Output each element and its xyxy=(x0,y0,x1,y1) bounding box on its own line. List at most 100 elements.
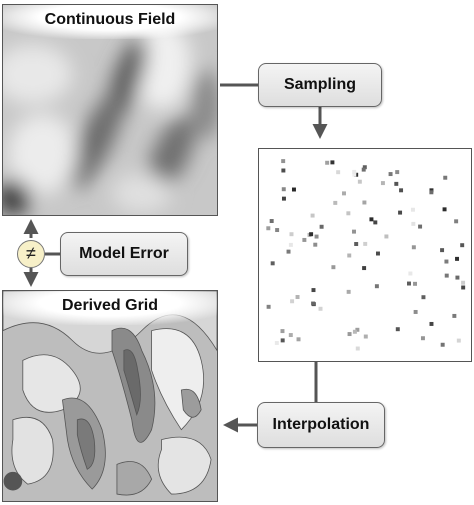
continuous-field-image xyxy=(3,5,217,215)
sample-point xyxy=(331,265,336,270)
sample-point xyxy=(418,224,423,229)
sample-point xyxy=(352,329,357,334)
sample-point xyxy=(281,159,286,164)
sample-point xyxy=(280,338,285,343)
sample-point xyxy=(325,160,330,165)
sample-point xyxy=(291,187,296,192)
sample-point xyxy=(295,295,300,299)
sample-point xyxy=(288,242,293,247)
sample-point xyxy=(413,309,418,314)
interpolation-label: Interpolation xyxy=(272,416,370,433)
sample-point xyxy=(296,337,301,342)
sample-point xyxy=(384,234,389,239)
sample-point xyxy=(290,299,295,304)
sample-point xyxy=(289,232,294,237)
sample-point xyxy=(274,340,279,345)
sample-point xyxy=(269,219,274,224)
not-equal-icon: ≠ xyxy=(17,240,45,268)
sample-point xyxy=(302,237,307,242)
sample-point xyxy=(395,170,400,175)
sample-point xyxy=(318,306,323,311)
sample-point xyxy=(346,289,351,294)
sample-point xyxy=(342,191,346,196)
sample-point xyxy=(440,248,445,253)
sample-point xyxy=(355,346,360,351)
continuous-field-title: Continuous Field xyxy=(3,5,217,39)
sample-point xyxy=(270,261,275,266)
sample-point xyxy=(362,165,367,170)
continuous-field-panel: Continuous Field xyxy=(2,4,218,216)
sample-point xyxy=(460,243,465,248)
sample-point xyxy=(452,313,457,318)
sample-point xyxy=(313,242,318,247)
sample-point xyxy=(461,285,466,290)
sample-point xyxy=(354,242,359,246)
interpolation-box: Interpolation xyxy=(257,402,385,448)
sample-point xyxy=(411,245,416,250)
sample-point xyxy=(461,280,466,285)
derived-grid-title: Derived Grid xyxy=(3,291,217,325)
sample-point xyxy=(413,281,418,286)
derived-grid-panel: Derived Grid xyxy=(2,290,218,502)
sample-point xyxy=(355,327,360,332)
sample-point xyxy=(309,232,314,237)
sample-point xyxy=(310,213,315,218)
sample-point xyxy=(336,170,341,175)
sample-point xyxy=(319,224,324,229)
sample-point xyxy=(380,181,385,186)
sample-point xyxy=(429,190,434,195)
sample-point xyxy=(281,196,286,201)
sample-point xyxy=(398,210,403,215)
sample-point xyxy=(266,226,271,231)
sample-point xyxy=(357,179,362,184)
sample-point xyxy=(311,301,316,306)
sample-point xyxy=(352,169,357,174)
sample-point xyxy=(363,241,368,246)
sample-point xyxy=(399,188,404,193)
sample-point xyxy=(374,284,379,289)
sample-point xyxy=(442,207,447,212)
model-error-label: Model Error xyxy=(79,245,169,262)
sample-point xyxy=(347,332,352,337)
sample-point xyxy=(346,211,351,216)
sample-point xyxy=(444,259,449,264)
sample-point xyxy=(440,342,445,347)
sample-point xyxy=(395,327,400,332)
sample-point xyxy=(363,334,368,339)
sample-point xyxy=(266,304,271,309)
sample-point xyxy=(454,219,459,224)
sample-point xyxy=(407,281,411,286)
sample-point xyxy=(352,229,356,234)
sample-points-image xyxy=(266,159,466,351)
sample-point xyxy=(420,336,425,341)
sample-point xyxy=(362,266,367,271)
sample-point xyxy=(361,167,366,172)
sample-point xyxy=(333,200,338,205)
sample-point xyxy=(429,321,434,326)
sample-point xyxy=(456,338,461,343)
sample-point xyxy=(408,271,413,276)
sample-point xyxy=(411,221,416,226)
sample-point xyxy=(280,329,285,334)
sample-point xyxy=(330,160,335,165)
sample-point xyxy=(352,172,357,177)
sample-point xyxy=(275,228,280,233)
sample-point xyxy=(347,253,352,258)
sampling-label: Sampling xyxy=(283,76,356,93)
sample-point xyxy=(455,256,460,261)
sample-point xyxy=(286,249,291,254)
sample-point xyxy=(394,181,399,186)
sample-point xyxy=(369,217,374,222)
sample-point xyxy=(311,288,316,293)
sample-point xyxy=(375,251,380,256)
sample-point xyxy=(362,200,367,205)
sample-point xyxy=(314,234,319,239)
sample-points-panel xyxy=(258,148,472,362)
sample-point xyxy=(443,175,448,180)
sample-point xyxy=(373,220,378,225)
sample-point xyxy=(281,187,286,192)
sample-point xyxy=(421,295,426,300)
model-error-box: Model Error xyxy=(60,232,188,276)
sample-point xyxy=(388,172,393,177)
